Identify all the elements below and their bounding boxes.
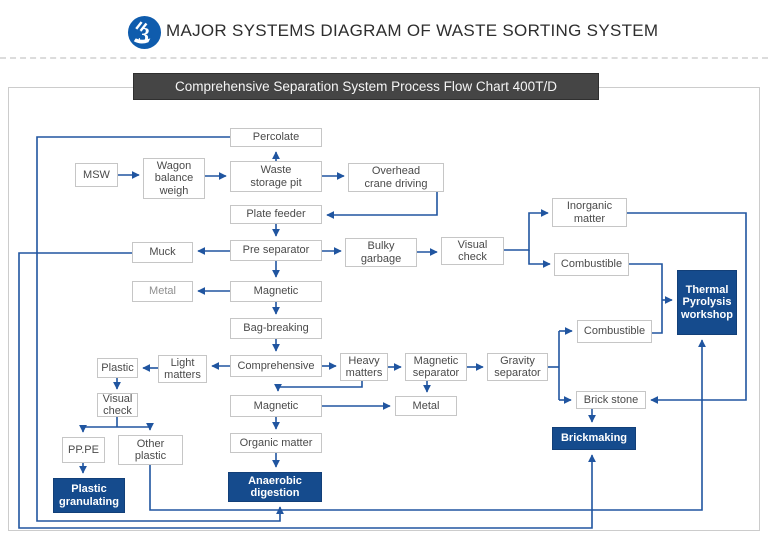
node-visual-check-1: Visual check: [441, 237, 504, 265]
node-organic-matter: Organic matter: [230, 433, 322, 453]
node-pp-pe: PP.PE: [62, 437, 105, 463]
node-thermal-pyrolysis-workshop: Thermal Pyrolysis workshop: [677, 270, 737, 335]
node-magnetic-separator: Magnetic separator: [405, 353, 467, 381]
node-wagon-balance-weigh: Wagon balance weigh: [143, 158, 205, 199]
node-msw: MSW: [75, 163, 118, 187]
node-metal-2: Metal: [395, 396, 457, 416]
node-percolate: Percolate: [230, 128, 322, 147]
company-logo: 3: [127, 15, 162, 50]
node-plate-feeder: Plate feeder: [230, 205, 322, 224]
node-combustible-2: Combustible: [577, 320, 652, 343]
node-overhead-crane-driving: Overhead crane driving: [348, 163, 444, 192]
svg-text:3: 3: [138, 23, 150, 47]
dashed-separator: [0, 57, 768, 59]
node-bulky-garbage: Bulky garbage: [345, 238, 417, 267]
node-other-plastic: Other plastic: [118, 435, 183, 465]
node-waste-storage-pit: Waste storage pit: [230, 161, 322, 192]
node-magnetic-1: Magnetic: [230, 281, 322, 302]
node-muck: Muck: [132, 242, 193, 263]
node-brickmaking: Brickmaking: [552, 427, 636, 450]
node-brick-stone: Brick stone: [576, 391, 646, 409]
node-visual-check-2: Visual check: [97, 393, 138, 417]
node-plastic: Plastic: [97, 358, 138, 378]
node-metal-1: Metal: [132, 281, 193, 302]
node-heavy-matters: Heavy matters: [340, 353, 388, 381]
banner-title: Comprehensive Separation System Process …: [133, 73, 599, 100]
node-light-matters: Light matters: [158, 355, 207, 383]
node-inorganic-matter: Inorganic matter: [552, 198, 627, 227]
node-magnetic-2: Magnetic: [230, 395, 322, 417]
node-comprehensive: Comprehensive: [230, 355, 322, 377]
node-bag-breaking: Bag-breaking: [230, 318, 322, 339]
node-combustible-1: Combustible: [554, 253, 629, 276]
node-gravity-separator: Gravity separator: [487, 353, 548, 381]
node-anaerobic-digestion: Anaerobic digestion: [228, 472, 322, 502]
page-title: MAJOR SYSTEMS DIAGRAM OF WASTE SORTING S…: [166, 21, 659, 40]
node-plastic-granulating: Plastic granulating: [53, 478, 125, 513]
node-pre-separator: Pre separator: [230, 240, 322, 261]
